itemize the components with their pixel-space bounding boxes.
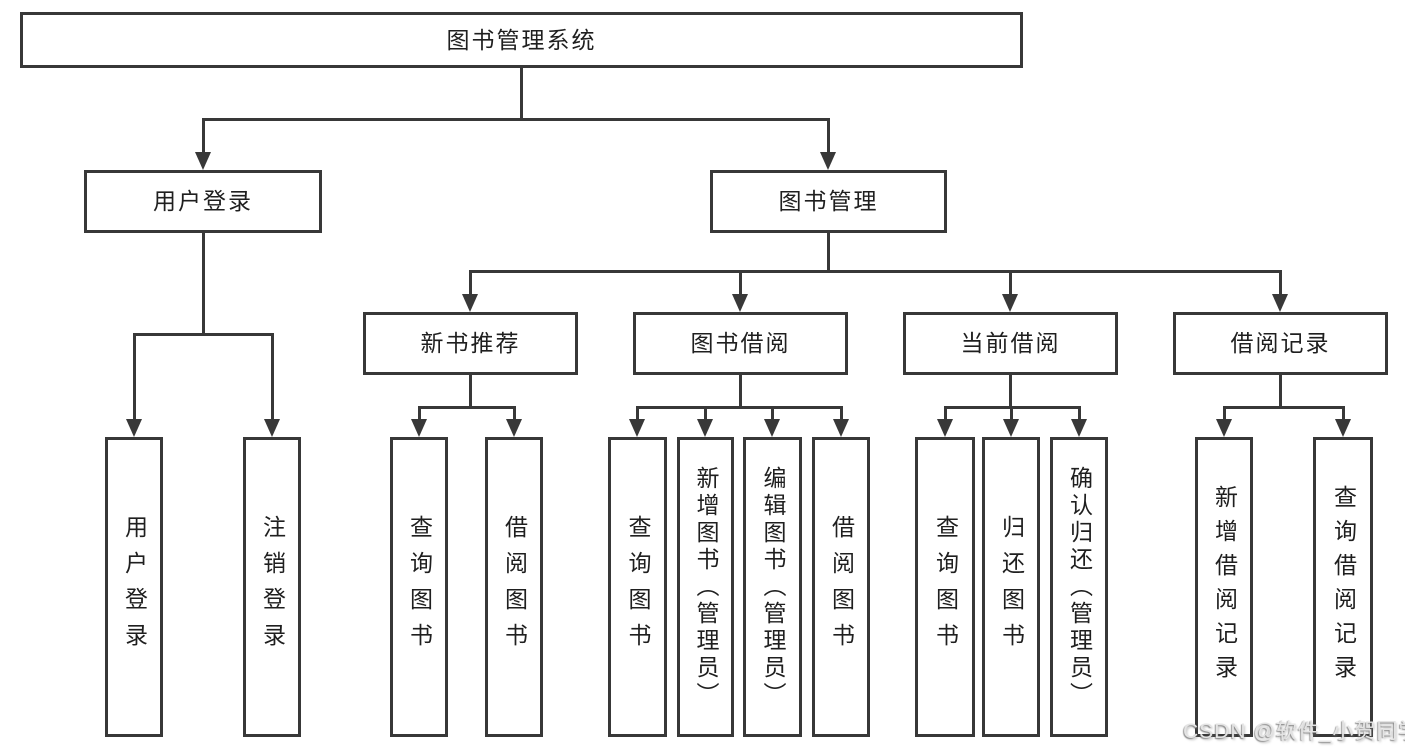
arrow-down: [820, 152, 836, 170]
node-label: 确认归还（管理员）: [1066, 465, 1093, 709]
node-label: 查询图书: [932, 515, 959, 659]
connector-line: [417, 406, 421, 421]
node-new-book-recommendation: 新书推荐: [363, 312, 578, 375]
connector-line: [1009, 406, 1013, 421]
node-leaf-confirm-return-admin: 确认归还（管理员）: [1050, 437, 1108, 737]
node-leaf-logout: 注销登录: [243, 437, 301, 737]
node-label: 借阅记录: [1230, 330, 1331, 356]
arrow-down: [194, 152, 211, 170]
connector-line: [201, 233, 205, 336]
node-leaf-query-borrow-record: 查询借阅记录: [1313, 437, 1373, 737]
connector-line: [468, 270, 472, 296]
node-label: 当前借阅: [960, 330, 1061, 356]
connector-line: [1009, 270, 1012, 296]
node-label: 图书管理: [778, 188, 879, 214]
node-label: 图书管理系统: [446, 26, 597, 53]
connector-line: [943, 406, 947, 421]
connector-line: [739, 270, 742, 296]
connector-line: [468, 270, 1282, 273]
node-label: 新增图书（管理员）: [693, 465, 719, 709]
node-leaf-query-books-2: 查询图书: [608, 437, 667, 737]
connector-line: [270, 333, 274, 421]
node-current-borrowing: 当前借阅: [903, 312, 1118, 375]
connector-line: [839, 406, 843, 421]
node-library-management-system: 图书管理系统: [20, 12, 1023, 68]
node-book-borrowing: 图书借阅: [633, 312, 848, 375]
connector-line: [739, 375, 742, 408]
node-leaf-query-books-1: 查询图书: [390, 437, 448, 737]
connector-line: [1009, 375, 1012, 408]
node-leaf-edit-books-admin: 编辑图书（管理员）: [743, 437, 802, 737]
arrow-down: [1272, 294, 1288, 312]
arrow-down: [462, 294, 478, 312]
connector-line: [827, 233, 830, 273]
node-leaf-add-borrow-record: 新增借阅记录: [1195, 437, 1253, 737]
connector-line: [635, 406, 639, 421]
connector-line: [1077, 406, 1081, 421]
node-leaf-user-login: 用户登录: [105, 437, 163, 737]
node-label: 查询图书: [625, 515, 651, 659]
arrow-down: [628, 419, 645, 437]
node-label: 注销登录: [259, 515, 286, 659]
arrow-down: [410, 419, 427, 437]
connector-line: [703, 406, 707, 421]
connector-line: [635, 406, 843, 409]
arrow-down: [1002, 294, 1018, 312]
arrow-down: [1070, 419, 1087, 437]
connector-line: [201, 118, 830, 121]
connector-line: [827, 118, 830, 154]
connector-line: [1279, 375, 1282, 408]
connector-line: [469, 375, 472, 408]
node-label: 借阅图书: [828, 515, 855, 659]
node-label: 借阅图书: [501, 515, 528, 659]
node-leaf-borrow-books-2: 借阅图书: [812, 437, 870, 737]
node-label: 归还图书: [998, 515, 1025, 659]
node-user-login-branch: 用户登录: [84, 170, 322, 233]
arrow-down: [505, 419, 522, 437]
node-book-management: 图书管理: [710, 170, 947, 233]
node-leaf-borrow-books-1: 借阅图书: [485, 437, 543, 737]
connector-line: [417, 406, 516, 409]
arrow-down: [832, 419, 849, 437]
node-label: 编辑图书（管理员）: [760, 465, 786, 709]
arrow-down: [1002, 419, 1019, 437]
node-label: 用户登录: [121, 515, 148, 659]
connector-line: [770, 406, 774, 421]
node-label: 图书借阅: [690, 330, 791, 356]
node-label: 新增借阅记录: [1211, 485, 1238, 689]
node-label: 用户登录: [153, 188, 253, 214]
connector-line: [1279, 270, 1282, 296]
node-label: 查询借阅记录: [1330, 485, 1357, 689]
node-leaf-add-books-admin: 新增图书（管理员）: [677, 437, 734, 737]
arrow-down: [763, 419, 780, 437]
node-borrowing-records: 借阅记录: [1173, 312, 1388, 375]
connector-line: [512, 406, 516, 421]
arrow-down: [125, 419, 142, 437]
node-label: 查询图书: [406, 515, 433, 659]
connector-line: [132, 333, 274, 336]
node-leaf-query-books-3: 查询图书: [915, 437, 975, 737]
watermark: CSDN @软件_小贺同学: [1183, 720, 1405, 743]
connector-line: [201, 118, 205, 154]
connector-line: [1222, 406, 1345, 409]
node-label: 新书推荐: [420, 330, 521, 356]
connector-line: [1341, 406, 1345, 421]
arrow-down: [1215, 419, 1232, 437]
arrow-down: [263, 419, 280, 437]
arrow-down: [936, 419, 953, 437]
arrow-down: [732, 294, 748, 312]
connector-line: [1222, 406, 1226, 421]
connector-line: [520, 68, 523, 121]
arrow-down: [696, 419, 713, 437]
arrow-down: [1334, 419, 1351, 437]
connector-line: [132, 333, 136, 421]
node-leaf-return-books: 归还图书: [982, 437, 1040, 737]
